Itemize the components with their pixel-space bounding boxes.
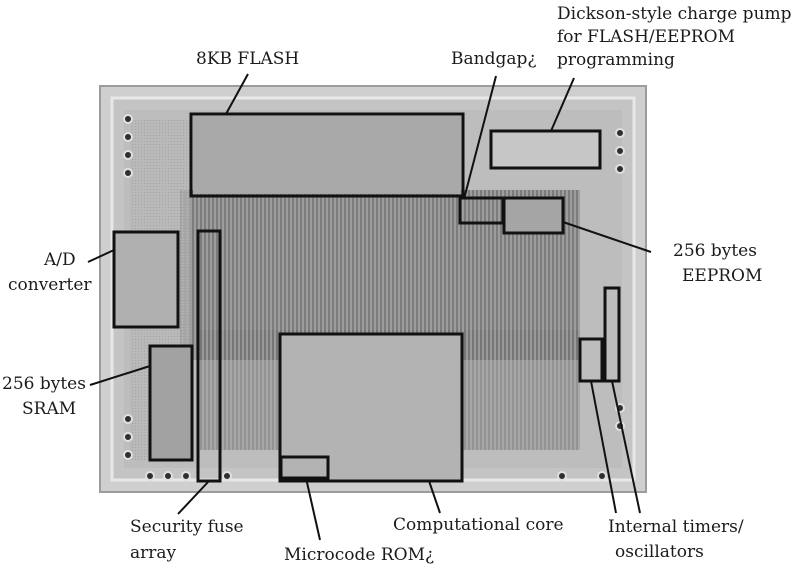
bond-pad <box>558 472 566 480</box>
bond-pad <box>124 433 132 441</box>
bond-pad <box>598 472 606 480</box>
charge-pump-label-line-3: programming <box>557 50 675 70</box>
timers-label-line-1: Internal timers/ <box>608 517 744 537</box>
pump-photo <box>492 132 599 167</box>
bond-pad <box>616 147 624 155</box>
charge-pump-label-line-1: Dickson-style charge pump <box>557 4 792 24</box>
bond-pad <box>124 451 132 459</box>
bond-pad <box>164 472 172 480</box>
bandgap-label: Bandgap¿ <box>451 49 536 69</box>
flash-array-photo <box>193 116 461 194</box>
bond-pad <box>124 415 132 423</box>
die-photo <box>100 86 646 492</box>
eeprom-photo <box>504 198 562 233</box>
eeprom-label-line-1: 256 bytes <box>673 241 757 261</box>
bond-pad <box>223 472 231 480</box>
bond-pad <box>124 151 132 159</box>
charge-pump-label-line-2: for FLASH/EEPROM <box>557 27 735 47</box>
timers-label-line-2: oscillators <box>615 542 704 562</box>
adc-photo <box>114 232 177 326</box>
bond-pad <box>124 169 132 177</box>
sram-photo <box>150 346 192 460</box>
core-label: Computational core <box>393 515 564 535</box>
microcode-rom-label: Microcode ROM¿ <box>284 545 434 565</box>
bond-pad <box>182 472 190 480</box>
sram-label-line-1: 256 bytes <box>2 374 86 394</box>
bond-pad <box>616 129 624 137</box>
flash-label: 8KB FLASH <box>196 49 299 69</box>
adc-label-line-2: converter <box>8 275 92 295</box>
bond-pad <box>124 115 132 123</box>
bond-pad <box>124 133 132 141</box>
eeprom-label-line-2: EEPROM <box>682 266 762 286</box>
security-fuse-label-line-2: array <box>130 543 177 563</box>
sram-label-line-2: SRAM <box>22 399 76 419</box>
adc-label-line-1: A/D <box>43 250 76 270</box>
bond-pad <box>146 472 154 480</box>
bond-pad <box>616 165 624 173</box>
security-fuse-label-line-1: Security fuse <box>130 517 244 537</box>
